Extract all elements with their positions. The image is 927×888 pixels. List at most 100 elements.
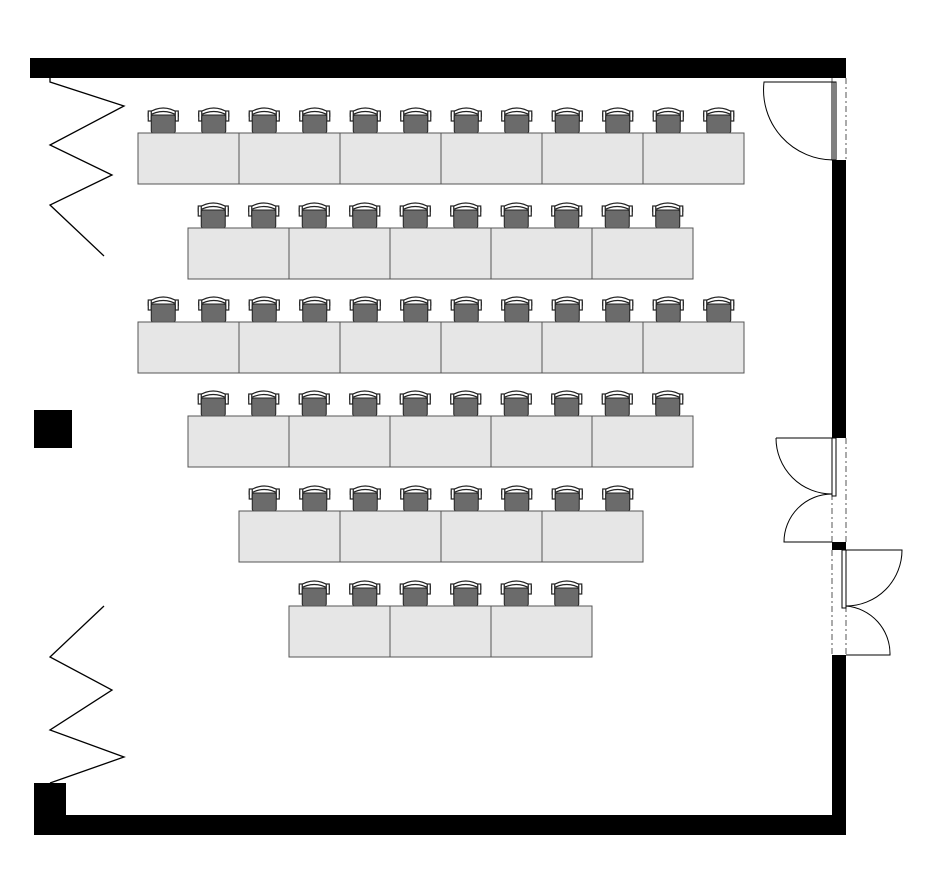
desk — [339, 132, 442, 185]
desk — [137, 132, 240, 185]
chair — [299, 107, 331, 134]
chair — [551, 202, 583, 229]
desk — [238, 510, 341, 563]
chair — [601, 202, 633, 229]
chair — [652, 107, 684, 134]
door-middle-swing-b — [783, 493, 833, 543]
chair — [197, 390, 229, 417]
chair — [601, 390, 633, 417]
chair — [399, 202, 431, 229]
desk — [490, 605, 593, 658]
door-bottom — [831, 549, 903, 656]
desk — [541, 510, 644, 563]
chair — [248, 107, 280, 134]
chair — [349, 390, 381, 417]
desk-row-5 — [238, 485, 644, 563]
desk — [440, 321, 543, 374]
desk — [642, 132, 745, 185]
chair — [551, 390, 583, 417]
chair — [551, 580, 583, 607]
chair — [399, 390, 431, 417]
corner-column — [34, 783, 66, 835]
right-wall-middle — [832, 542, 846, 550]
chair — [248, 390, 280, 417]
desk — [389, 227, 492, 280]
chair — [400, 296, 432, 323]
desk — [440, 510, 543, 563]
desk — [137, 321, 240, 374]
door-middle-swing-a — [775, 437, 833, 495]
chair — [551, 107, 583, 134]
doors — [763, 78, 903, 656]
chair — [652, 390, 684, 417]
desk — [389, 415, 492, 468]
desk — [541, 132, 644, 185]
chair — [551, 296, 583, 323]
chair — [703, 107, 735, 134]
door-top-swing — [763, 81, 835, 161]
chair — [500, 202, 532, 229]
top-wall — [30, 58, 846, 78]
chair — [500, 580, 532, 607]
desk — [591, 415, 694, 468]
chair — [197, 202, 229, 229]
desk-row-3 — [137, 296, 745, 374]
chair — [400, 485, 432, 512]
chair — [652, 296, 684, 323]
side-column — [34, 410, 72, 448]
chair — [652, 202, 684, 229]
seating-area — [137, 107, 745, 658]
folding-partition-top — [48, 78, 126, 257]
chair — [501, 296, 533, 323]
desk-row-6 — [288, 580, 593, 658]
desk — [187, 227, 290, 280]
desk — [288, 227, 391, 280]
desk — [238, 132, 341, 185]
desk-row-1 — [137, 107, 745, 185]
chair — [703, 296, 735, 323]
desk — [490, 415, 593, 468]
chair — [450, 580, 482, 607]
door-middle — [775, 437, 847, 543]
chair — [450, 202, 482, 229]
bottom-wall — [60, 815, 846, 835]
desk — [339, 510, 442, 563]
desk — [187, 415, 290, 468]
chair — [248, 485, 280, 512]
desk — [238, 321, 341, 374]
chair — [349, 202, 381, 229]
desk-row-2 — [187, 202, 694, 280]
chair — [349, 107, 381, 134]
desk — [288, 605, 391, 658]
folding-partitions — [48, 78, 126, 784]
chair — [450, 390, 482, 417]
door-bottom-swing-b — [845, 605, 891, 656]
desk-row-4 — [187, 390, 694, 468]
chair — [602, 107, 634, 134]
chair — [248, 296, 280, 323]
folding-partition-bottom — [48, 605, 126, 784]
chair — [400, 107, 432, 134]
chair — [298, 202, 330, 229]
chair — [248, 202, 280, 229]
chair — [349, 580, 381, 607]
door-top — [763, 78, 847, 161]
door-bottom-swing-a — [845, 549, 903, 607]
chair — [198, 296, 230, 323]
chair — [450, 485, 482, 512]
chair — [551, 485, 583, 512]
door-middle-leaf — [831, 437, 837, 497]
chair — [450, 296, 482, 323]
chair — [500, 390, 532, 417]
chair — [147, 107, 179, 134]
chair — [501, 107, 533, 134]
desk — [389, 605, 492, 658]
desk — [490, 227, 593, 280]
desk — [440, 132, 543, 185]
right-wall-upper — [832, 160, 846, 438]
chair — [147, 296, 179, 323]
chair — [602, 296, 634, 323]
chair — [298, 580, 330, 607]
chair — [198, 107, 230, 134]
